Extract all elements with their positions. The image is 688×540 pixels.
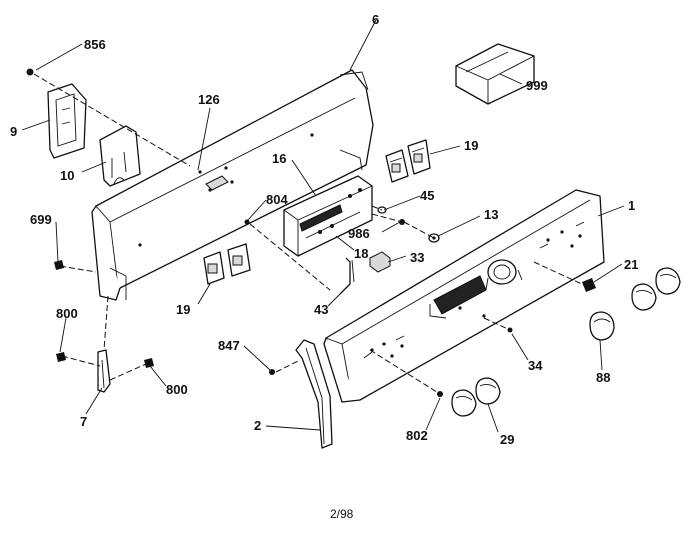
knob-upper-b (655, 267, 681, 295)
callout-33: 33 (410, 250, 424, 265)
knob-88 (589, 311, 615, 341)
front-control-panel (323, 189, 605, 403)
callout-19-upper: 19 (464, 138, 478, 153)
callout-88: 88 (596, 370, 610, 385)
switch-block-lower (203, 243, 251, 285)
callout-856: 856 (84, 37, 106, 52)
callout-43: 43 (314, 302, 328, 317)
bracket-9 (47, 83, 87, 159)
screw-800-left (56, 352, 66, 362)
callout-16: 16 (272, 151, 286, 166)
leader-lines (21, 19, 625, 433)
burner-indicators-left (363, 335, 405, 359)
switch-block-upper (385, 139, 431, 183)
callout-7: 7 (80, 414, 87, 429)
clip-33 (369, 251, 391, 273)
callout-45: 45 (420, 188, 434, 203)
end-cap-2 (295, 339, 333, 449)
callout-999: 999 (526, 78, 548, 93)
callout-19-lower: 19 (176, 302, 190, 317)
revision-date: 2/98 (330, 507, 354, 521)
callout-800-left: 800 (56, 306, 78, 321)
screw-21 (582, 278, 596, 292)
screw-699 (54, 260, 64, 270)
callout-804: 804 (266, 192, 288, 207)
callout-9: 9 (10, 124, 17, 139)
callout-800-right: 800 (166, 382, 188, 397)
callout-13: 13 (484, 207, 498, 222)
box-999 (455, 43, 535, 105)
callout-29: 29 (500, 432, 514, 447)
knob-upper-a (631, 283, 657, 311)
callout-1: 1 (628, 198, 635, 213)
grommet-13 (428, 233, 440, 243)
callout-847: 847 (218, 338, 240, 353)
callout-10: 10 (60, 168, 74, 183)
assembly-lines (33, 73, 587, 395)
callout-802: 802 (406, 428, 428, 443)
callout-21: 21 (624, 257, 638, 272)
burner-indicators-right (539, 221, 585, 249)
callout-126: 126 (198, 92, 220, 107)
callout-699: 699 (30, 212, 52, 227)
control-board-16 (283, 175, 373, 257)
callout-6: 6 (372, 12, 379, 27)
bracket-7 (97, 349, 111, 393)
callout-986: 986 (348, 226, 370, 241)
screw-856 (26, 68, 34, 76)
callout-18: 18 (354, 246, 368, 261)
callout-34: 34 (528, 358, 543, 373)
callout-labels: 856 6 9 126 999 10 16 19 804 45 699 13 1… (10, 12, 638, 447)
bracket-10 (99, 125, 141, 187)
screw-847 (269, 369, 275, 375)
bracket-43 (339, 257, 355, 295)
screw-804 (244, 219, 250, 225)
knob-29-b (475, 377, 501, 405)
screw-800-right (144, 358, 154, 368)
callout-2: 2 (254, 418, 261, 433)
knob-29-a (451, 389, 477, 417)
rear-backguard-panel (91, 69, 374, 301)
